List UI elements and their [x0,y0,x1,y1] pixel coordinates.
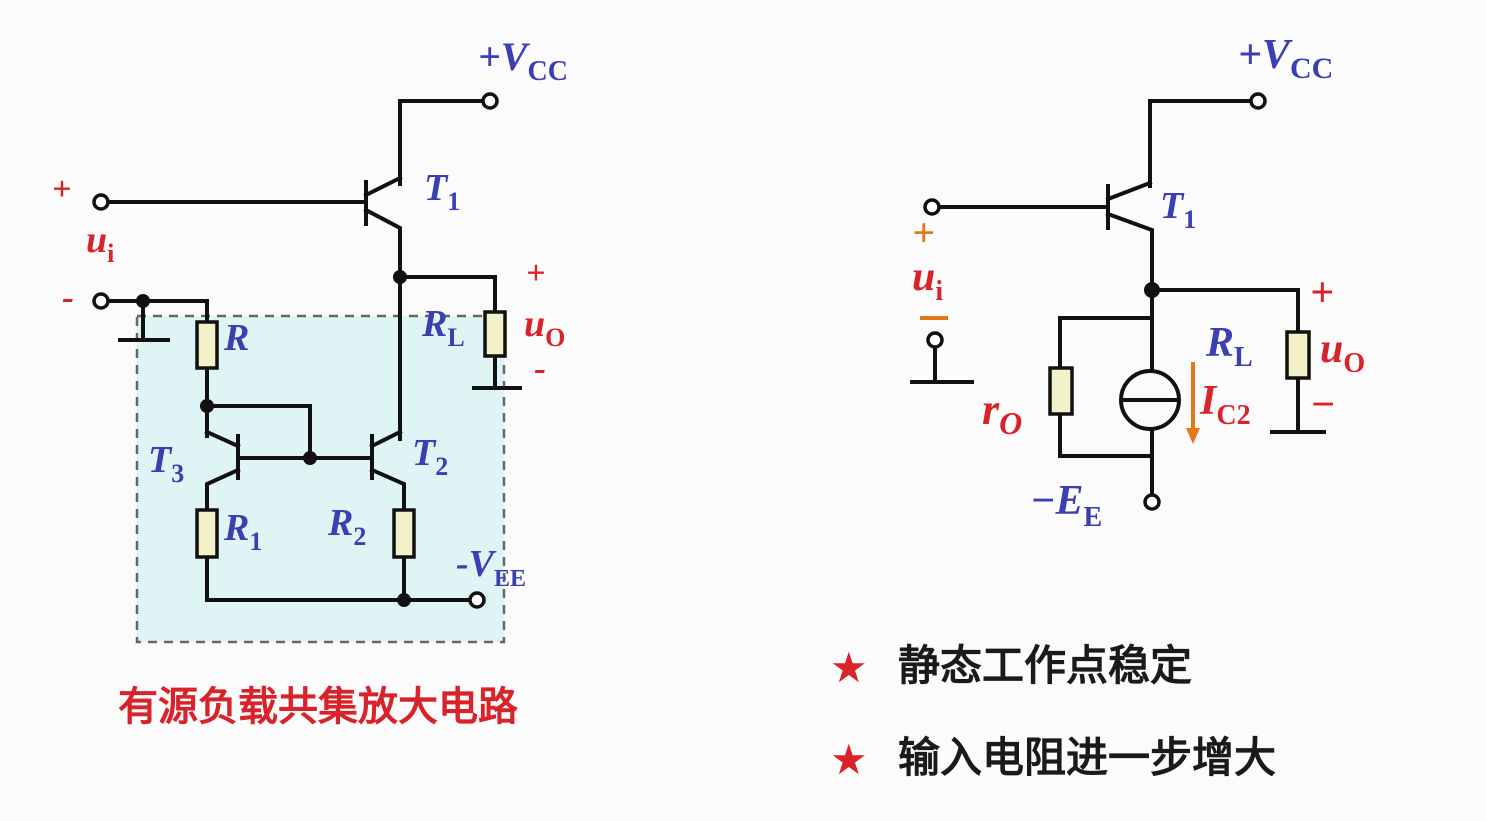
current-source-box [135,314,506,644]
right-circuit: +VCC T1 + ui rO RL + uO − IC2 −EE [910,32,1365,533]
ee-label: −EE [1030,478,1102,533]
output-minus-sign: − [1310,382,1335,428]
t3-label: T3 [148,439,184,488]
junction-dot [200,399,214,413]
junction-dot [397,593,411,607]
bullet-text: 输入电阻进一步增大 [898,733,1276,782]
uo-label: uO [524,303,565,352]
junction-dot [1144,282,1160,298]
resistor-ro [1048,366,1074,416]
vcc-terminal [481,92,499,110]
star-icon: ★ [830,643,868,692]
ui-label: ui [912,254,943,307]
left-circuit: +VCC T1 + ui - R RL + uO - T3 T2 R1 R2 -… [52,34,568,730]
input-plus-sign: + [912,210,935,255]
ro-label: rO [982,385,1022,441]
input-plus-terminal [923,198,941,216]
current-source-icon [1119,369,1181,431]
t2-label: T2 [412,432,448,481]
junction-dot [136,294,150,308]
r2-label: R2 [327,502,366,551]
r1-label: R1 [223,507,262,556]
ee-terminal [1143,493,1161,511]
ic2-label: IC2 [1199,378,1251,431]
resistor-r [195,320,219,370]
input-minus-sign: - [62,277,74,317]
vee-label: -VEE [456,543,526,592]
star-icon: ★ [830,735,868,784]
junction-dot [393,270,407,284]
bullet-text: 静态工作点稳定 [898,641,1192,690]
input-plus-terminal [92,193,110,211]
rl-label: RL [1205,320,1253,373]
input-plus-sign: + [52,171,71,208]
rl-label: RL [421,303,465,352]
junction-dot [303,451,317,465]
resistor-r1 [195,508,219,559]
resistor-r2 [392,508,416,559]
left-caption: 有源负载共集放大电路 [118,684,519,730]
uo-label: uO [1320,326,1365,379]
resistor-rl-equivalent [1285,330,1311,380]
input-minus-terminal [92,292,110,310]
r-label: R [223,317,249,359]
input-minus-terminal [926,331,944,349]
vcc-label: +VCC [478,34,568,87]
t1-label: T1 [1160,185,1196,234]
current-arrow-icon [1186,362,1200,444]
output-plus-sign: + [1310,270,1334,316]
vcc-terminal [1249,92,1267,110]
t1-label: T1 [424,167,460,216]
resistor-rl [483,310,507,358]
bullet-list: ★ 静态工作点稳定 ★ 输入电阻进一步增大 [830,641,1276,784]
vcc-label: +VCC [1238,32,1333,85]
vee-terminal [468,591,486,609]
output-minus-sign: - [534,348,546,388]
ui-label: ui [86,219,114,268]
output-plus-sign: + [526,255,545,292]
